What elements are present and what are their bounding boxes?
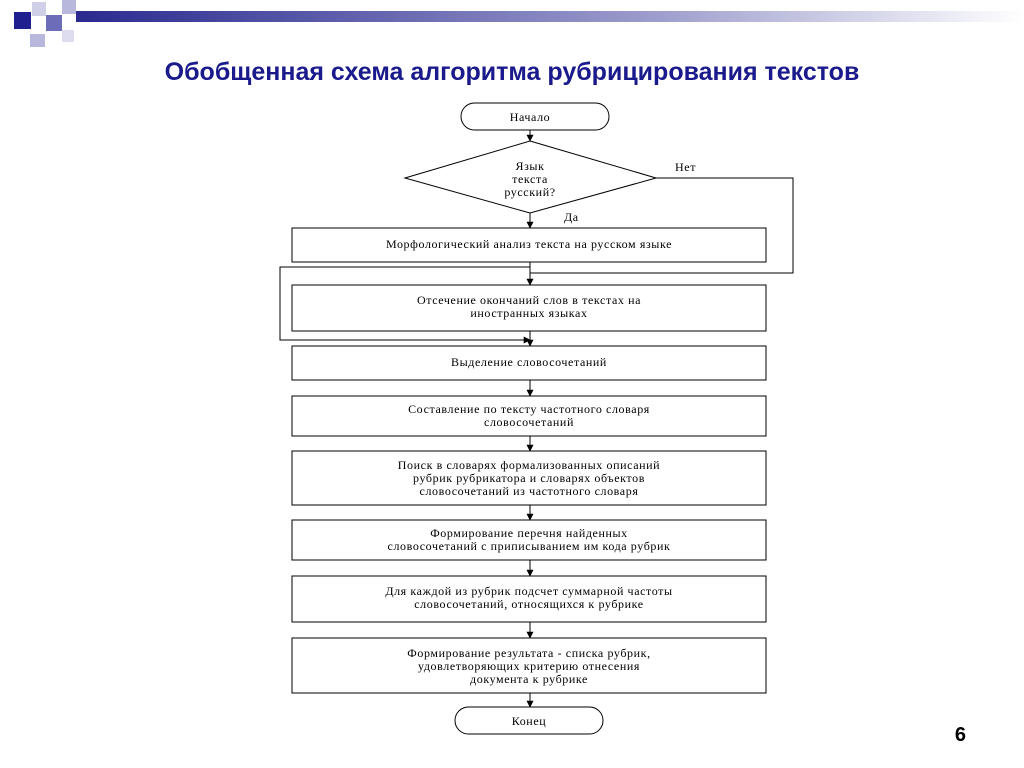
step-box-4 (291, 395, 767, 437)
step-5-text-line: рубрик рубрикатора и словарях объектов (413, 471, 645, 485)
deco-square (46, 15, 62, 31)
step-7-text-line: словосочетаний, относящихся к рубрике (414, 597, 643, 611)
step-box-5 (291, 450, 767, 506)
step-box-2 (291, 284, 767, 332)
deco-square (62, 0, 76, 14)
step-2-text-line: Отсечение окончаний слов в текстах на (417, 293, 641, 307)
step-5-text-line: словосочетаний из частотного словаря (420, 484, 639, 498)
step-4-text-line: Составление по тексту частотного словаря (408, 402, 650, 416)
step-8-text-line: Формирование результата - списка рубрик, (407, 646, 650, 660)
page-number: 6 (954, 724, 966, 746)
step-5-text-line: Поиск в словарях формализованных описани… (398, 458, 660, 472)
step-6-text-line: словосочетаний с приписыванием им кода р… (388, 539, 671, 553)
step-6-text-line: Формирование перечня найденных (430, 526, 628, 540)
step-box-8 (291, 637, 767, 694)
decision-label-line: русский? (504, 185, 555, 199)
deco-square (32, 2, 46, 16)
bypass-connector (279, 266, 531, 344)
start-label: Начало (510, 110, 551, 124)
deco-square (30, 34, 45, 47)
slide-title: Обобщенная схема алгоритма рубрицировани… (164, 58, 860, 86)
step-1-text: Морфологический анализ текста на русском… (386, 237, 672, 251)
decision-label-line: текста (512, 172, 548, 186)
step-box-3 (291, 345, 767, 381)
step-8-text-line: документа к рубрике (470, 672, 588, 686)
deco-square (14, 12, 31, 29)
step-box-1 (291, 227, 767, 263)
no-label: Нет (675, 160, 696, 174)
decision-label-line: Язык (515, 159, 544, 173)
step-4-text-line: словосочетаний (484, 415, 574, 429)
step-7-text-line: Для каждой из рубрик подсчет суммарной ч… (385, 584, 672, 598)
end-label: Конец (512, 714, 547, 728)
step-2-text-line: иностранных языках (470, 306, 587, 320)
step-8-text-line: удовлетворяющих критерию отнесения (418, 659, 640, 673)
no-branch-connector (530, 177, 794, 274)
yes-label: Да (564, 210, 579, 224)
step-box-7 (291, 575, 767, 623)
header-gradient-bar (76, 11, 1024, 22)
step-3-text: Выделение словосочетаний (451, 355, 607, 369)
header-decoration (14, 0, 1024, 47)
deco-square (62, 30, 74, 42)
start-terminator (460, 102, 610, 131)
